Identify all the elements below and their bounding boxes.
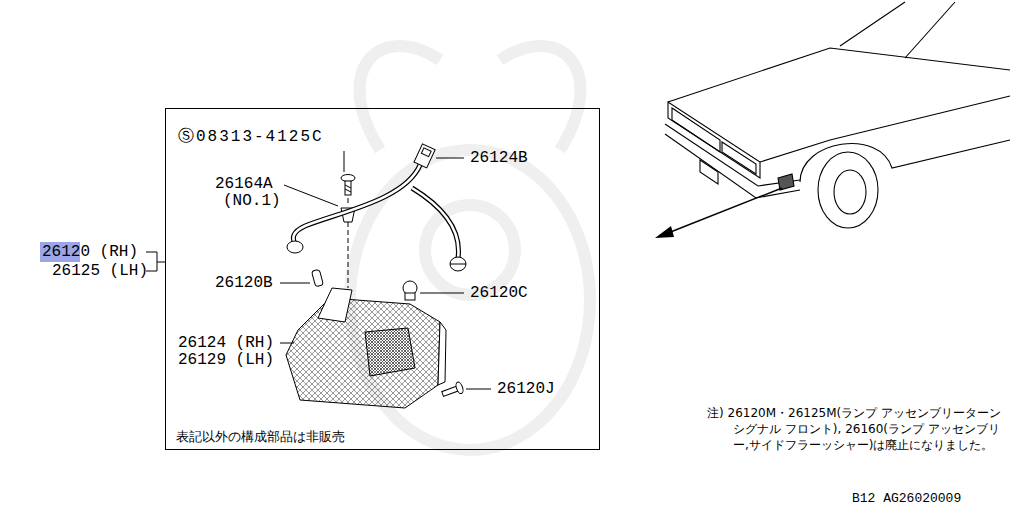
- wheel: [818, 152, 878, 228]
- part-number: 26164A: [215, 175, 273, 194]
- diagram-code: B12 AG26020009: [852, 490, 961, 507]
- leader-line: [436, 158, 464, 159]
- watermark-shape: [425, 205, 515, 295]
- screw-shaft: [345, 181, 351, 195]
- socket-rib: [450, 264, 466, 265]
- watermark-shape: [360, 46, 440, 150]
- screw: [341, 175, 355, 196]
- leader-line: [344, 151, 345, 172]
- part-number: 26129 (LH): [178, 351, 274, 370]
- harness: [293, 165, 458, 258]
- leader-lines: [280, 151, 491, 389]
- screw-head: [455, 381, 465, 394]
- socket: [287, 241, 303, 253]
- wheel-arch: [800, 140, 1010, 182]
- frame-note: 表記以外の構成部品は非販売: [176, 429, 345, 445]
- lamp-side: [438, 322, 446, 385]
- connector-body: [414, 144, 435, 168]
- connector-latch: [421, 148, 431, 157]
- car-illustration: [665, 2, 1010, 228]
- part-number: Ⓢ08313-4125C: [178, 128, 324, 147]
- turn-lamp: [778, 174, 794, 190]
- lamp-lens: [365, 328, 415, 376]
- socket: [450, 257, 466, 271]
- part-number: 26120 (RH): [42, 243, 138, 262]
- part-number: 26124 (RH): [178, 334, 274, 353]
- bulb-glass: [312, 269, 324, 287]
- wire: [412, 188, 458, 258]
- note-text: 注) 26120M・26125M(ランプ アッセンブリーターンシグナル フロント…: [707, 405, 1007, 453]
- watermark-shape: [500, 46, 580, 150]
- wire: [412, 188, 458, 258]
- headlight: [672, 108, 720, 152]
- pointer-arrow: [668, 188, 782, 233]
- bulb-wedge: [312, 269, 324, 287]
- windshield: [840, 2, 955, 58]
- grille: [722, 142, 756, 174]
- part-number: 26124B: [470, 149, 528, 168]
- connector: [414, 144, 435, 168]
- wire: [293, 165, 420, 244]
- screw-head: [341, 175, 355, 182]
- part-number: 26120B: [215, 274, 273, 293]
- wheel-hub: [834, 170, 866, 214]
- screw: [441, 381, 465, 399]
- wire: [293, 165, 420, 244]
- plate: [700, 160, 718, 184]
- fender-line: [760, 96, 1010, 162]
- part-number: 26120J: [497, 380, 555, 399]
- leader-line: [280, 343, 294, 344]
- part-number: 26120C: [470, 284, 528, 303]
- leader-line: [280, 283, 310, 284]
- leader-line: [284, 185, 338, 206]
- front-panel: [668, 102, 760, 178]
- leader-line: [420, 293, 464, 294]
- hood-edge: [668, 48, 1010, 102]
- leader-line: [466, 389, 491, 390]
- lamp-housing: [286, 298, 440, 408]
- bulb-boss: [318, 288, 352, 322]
- part-number: 26125 (LH): [52, 262, 148, 281]
- bracket-line: [146, 252, 165, 271]
- part-note: (NO.1): [223, 192, 281, 211]
- arrow-head: [655, 226, 674, 238]
- bumper: [665, 124, 800, 198]
- screw-thread: [345, 185, 351, 192]
- bulb-base: [405, 293, 415, 300]
